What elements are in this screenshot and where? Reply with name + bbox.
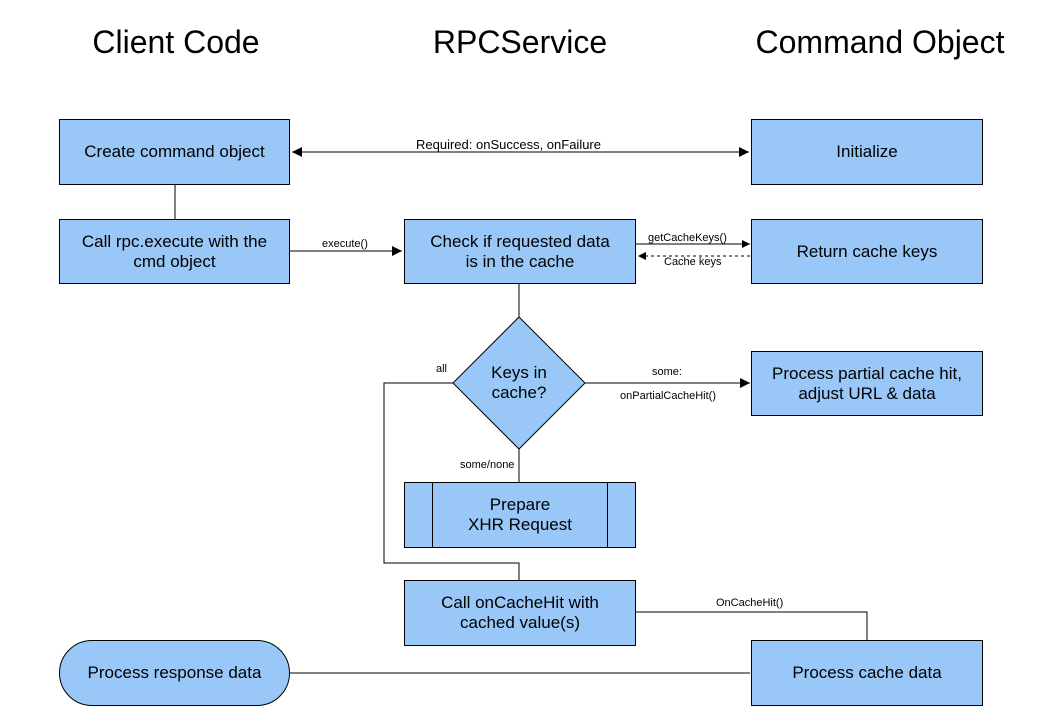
edge-label-on-partial-cache-hit: onPartialCacheHit() xyxy=(620,390,716,402)
node-call-oncachehit: Call onCacheHit with cached value(s) xyxy=(404,580,636,646)
decision-diamond xyxy=(452,316,586,450)
edge-label-all: all xyxy=(436,363,448,375)
edge-label-oncachehit: OnCacheHit() xyxy=(716,597,784,609)
edge-label-some: some: xyxy=(652,366,682,378)
node-create-command-object-label: Create command object xyxy=(84,142,265,161)
edge-label-cache-keys: Cache keys xyxy=(664,256,722,268)
node-process-response-data: Process response data xyxy=(59,640,290,706)
node-initialize: Initialize xyxy=(751,119,983,185)
node-initialize-label: Initialize xyxy=(836,142,898,161)
edge-all xyxy=(383,382,520,580)
node-call-rpc-execute: Call rpc.execute with the cmd object xyxy=(59,219,290,284)
node-return-cache-keys: Return cache keys xyxy=(751,219,983,284)
column-title-command-object: Command Object xyxy=(755,24,1005,60)
edge-label-some-none: some/none xyxy=(460,459,515,471)
column-title-client-code: Client Code xyxy=(92,24,260,60)
node-process-partial-cache-hit: Process partial cache hit, adjust URL & … xyxy=(751,351,983,416)
edge-label-execute: execute() xyxy=(322,238,368,250)
edge-on-cache-hit xyxy=(636,611,868,640)
node-return-cache-keys-label: Return cache keys xyxy=(796,241,938,261)
column-title-rpcservice: RPCService xyxy=(432,24,608,60)
node-create-command-object: Create command object xyxy=(59,119,290,185)
node-process-partial-cache-hit-label: Process partial cache hit, adjust URL & … xyxy=(772,363,962,403)
node-process-cache-data-label: Process cache data xyxy=(792,663,942,682)
node-check-cache: Check if requested data is in the cache xyxy=(404,219,636,284)
edge-label-get-cache-keys: getCacheKeys() xyxy=(648,232,727,244)
node-prepare-xhr-request: Prepare XHR Request xyxy=(404,482,636,548)
node-process-cache-data: Process cache data xyxy=(751,640,983,706)
process-bar-right xyxy=(607,483,608,547)
node-prepare-xhr-request-label: Prepare XHR Request xyxy=(468,495,572,534)
edge-label-required: Required: onSuccess, onFailure xyxy=(416,137,601,152)
node-process-response-data-label: Process response data xyxy=(87,663,262,682)
node-call-rpc-execute-label: Call rpc.execute with the cmd object xyxy=(81,231,268,271)
process-bar-left xyxy=(432,483,433,547)
node-call-oncachehit-label: Call onCacheHit with cached value(s) xyxy=(441,593,599,632)
decision-keys-in-cache-label: Keys in cache? xyxy=(491,363,547,402)
node-check-cache-label: Check if requested data is in the cache xyxy=(430,231,610,271)
